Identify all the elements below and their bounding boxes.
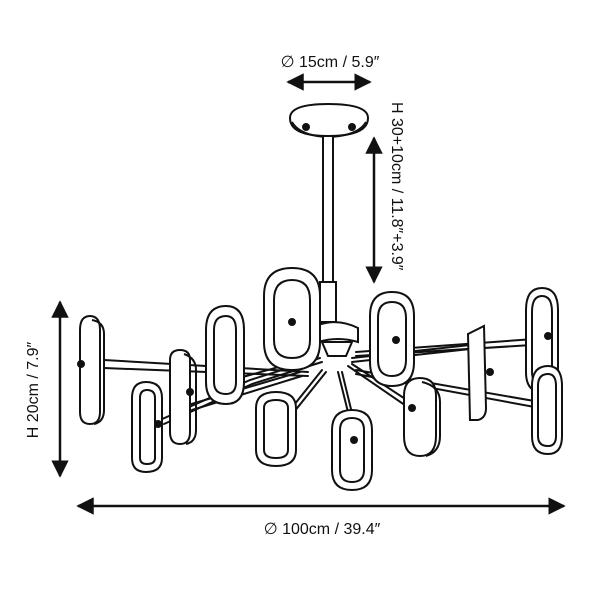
canopy-diameter-label: ∅ 15cm / 5.9″ <box>281 54 380 71</box>
shade-upper-left <box>205 304 245 406</box>
body-height-label: H 20cm / 7.9″ <box>25 341 42 438</box>
stem-height-label: H 30+10cm / 11.8″+3.9″ <box>388 102 405 271</box>
shade-top-right <box>369 290 415 388</box>
lamp-shades <box>77 266 563 492</box>
shade-bottom-center <box>331 408 373 492</box>
shade-right-thin <box>466 324 494 421</box>
dimension-arrows <box>51 73 566 515</box>
shade-lower-center-left <box>255 390 297 468</box>
shade-far-right-lower <box>531 364 563 456</box>
shade-top-center <box>263 266 321 372</box>
shade-left-middle <box>169 348 197 446</box>
overall-diameter-label: ∅ 100cm / 39.4″ <box>264 521 381 538</box>
central-hub <box>317 321 359 357</box>
shade-far-left <box>77 314 105 426</box>
ceiling-canopy <box>288 102 370 139</box>
shade-right-lower-center <box>403 376 441 458</box>
down-rod <box>319 135 337 323</box>
shade-left-lower <box>131 380 163 474</box>
